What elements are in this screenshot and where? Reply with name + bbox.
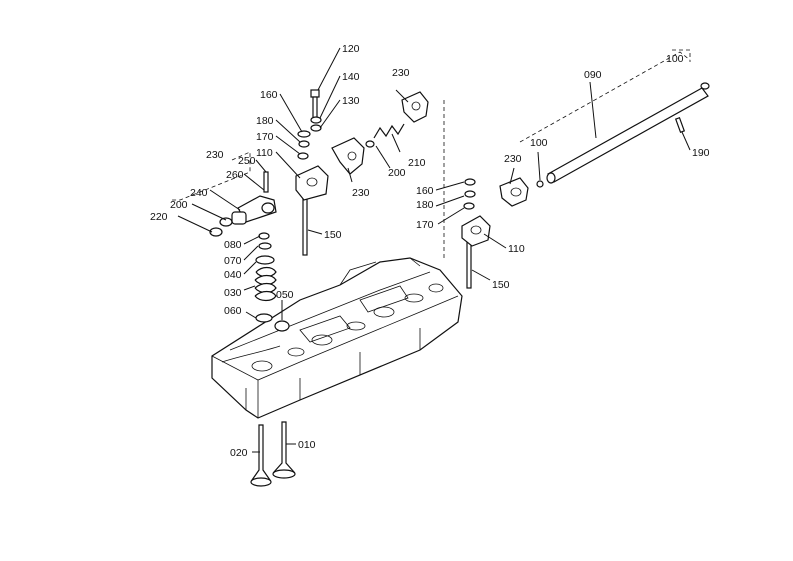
label-060: 060 xyxy=(224,305,242,317)
label-200-mid: 200 xyxy=(388,167,406,179)
label-100-lower: 100 xyxy=(530,137,548,149)
rocker-arm-230-top xyxy=(401,91,429,123)
label-180-right: 180 xyxy=(416,199,434,211)
rocker-arm-240 xyxy=(231,211,247,225)
label-260: 260 xyxy=(226,169,244,181)
pin-190 xyxy=(674,116,686,134)
label-210: 210 xyxy=(408,157,426,169)
label-130: 130 xyxy=(342,95,360,107)
label-230-left: 230 xyxy=(206,149,224,161)
label-030: 030 xyxy=(224,287,242,299)
valve-010 xyxy=(272,421,296,479)
spring-200-left xyxy=(209,217,233,237)
label-050: 050 xyxy=(276,289,294,301)
label-230-top: 230 xyxy=(392,67,410,79)
rocker-arm-230-right xyxy=(499,177,529,207)
valve-020 xyxy=(250,424,272,487)
label-070: 070 xyxy=(224,255,242,267)
label-250: 250 xyxy=(238,155,256,167)
spring-210 xyxy=(365,123,405,148)
label-010: 010 xyxy=(298,439,316,451)
rocker-arm-230-mid xyxy=(331,137,365,175)
label-240: 240 xyxy=(190,187,208,199)
rocker-shaft-090 xyxy=(536,82,710,188)
label-150-left: 150 xyxy=(324,229,342,241)
label-090: 090 xyxy=(584,69,602,81)
label-150-right: 150 xyxy=(492,279,510,291)
label-140: 140 xyxy=(342,71,360,83)
label-110-left: 110 xyxy=(256,147,273,159)
label-230-mid: 230 xyxy=(352,187,370,199)
label-230-right: 230 xyxy=(504,153,522,165)
group-outline-shaft xyxy=(519,51,691,143)
bolt-120 xyxy=(310,89,320,120)
label-160-right: 160 xyxy=(416,185,434,197)
part-labels: 120 140 130 160 180 170 110 230 250 260 … xyxy=(150,43,710,459)
label-200-left: 200 xyxy=(170,199,188,211)
label-020: 020 xyxy=(230,447,248,459)
label-170-right: 170 xyxy=(416,219,434,231)
leader-lines xyxy=(177,47,691,453)
rocker-support-110b xyxy=(461,215,491,247)
label-190: 190 xyxy=(692,147,710,159)
label-220: 220 xyxy=(150,211,168,223)
washers-right xyxy=(463,178,476,210)
label-120: 120 xyxy=(342,43,360,55)
label-040: 040 xyxy=(224,269,242,281)
label-100-upper: 100 xyxy=(666,53,684,65)
label-110-right: 110 xyxy=(508,243,525,255)
washers-left xyxy=(297,116,322,160)
label-170-left: 170 xyxy=(256,131,274,143)
group-outline-100 xyxy=(672,49,691,62)
rocker-arm-230-left xyxy=(237,171,277,223)
label-180-left: 180 xyxy=(256,115,274,127)
label-160-left: 160 xyxy=(260,89,278,101)
label-080: 080 xyxy=(224,239,242,251)
cylinder-head xyxy=(211,257,463,419)
rocker-support-110a xyxy=(295,165,329,201)
push-rod-150a xyxy=(301,192,309,256)
